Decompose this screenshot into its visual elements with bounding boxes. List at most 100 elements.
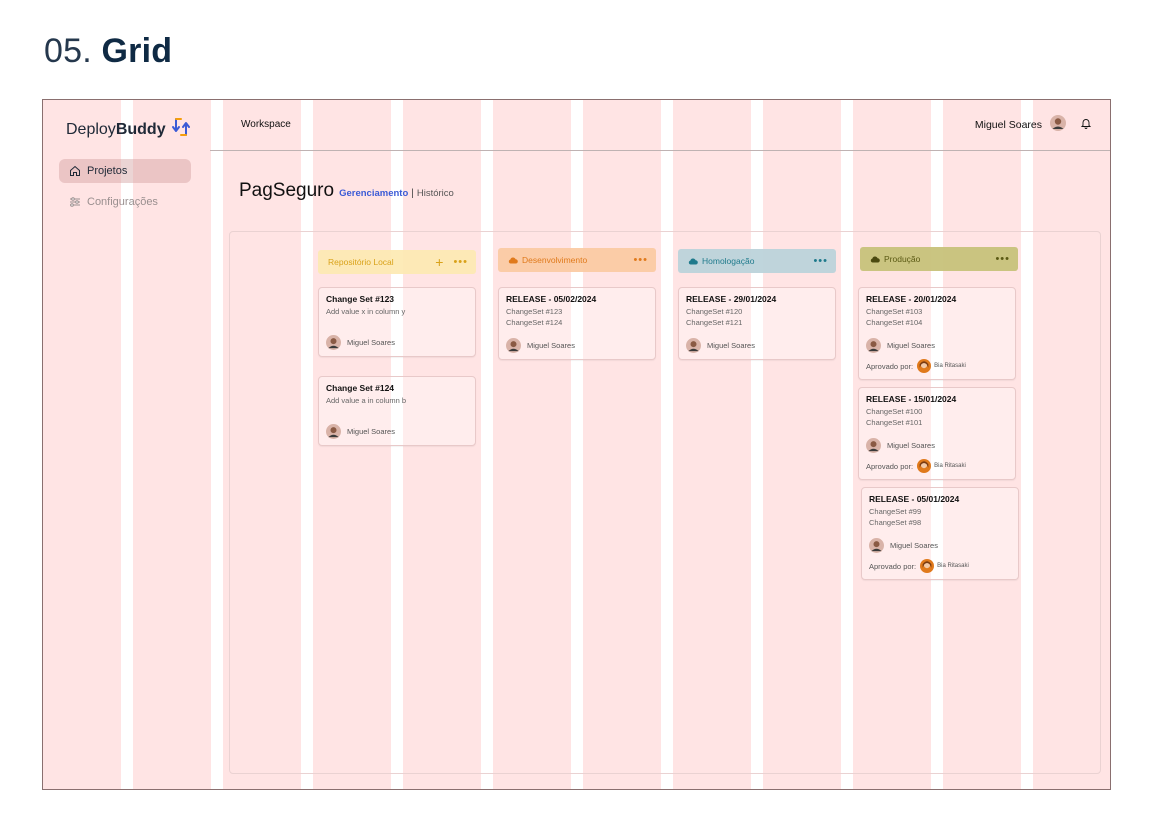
swap-arrows-icon (171, 117, 190, 142)
avatar (869, 538, 884, 553)
brand-name-regular: Deploy (66, 120, 116, 138)
cloud-icon (508, 257, 518, 264)
more-options-icon[interactable]: ••• (453, 256, 468, 268)
card-user: Miguel Soares (686, 338, 828, 353)
avatar (326, 424, 341, 439)
sidebar-item-projetos[interactable]: Projetos (59, 159, 191, 183)
card-title: Change Set #124 (326, 383, 395, 393)
sidebar-item-configuracoes[interactable]: Configurações (59, 190, 191, 214)
kanban-board (229, 231, 1101, 774)
card-changeset: ChangeSet #124 (506, 318, 563, 327)
grid-column (673, 100, 751, 789)
card-changeset: ChangeSet #100 (866, 407, 923, 416)
bell-icon[interactable] (1080, 117, 1092, 132)
card-title: RELEASE - 15/01/2024 (866, 394, 957, 404)
column-header-homologacao[interactable]: Homologação ••• (678, 249, 836, 273)
heading-number: 05. (44, 32, 92, 70)
user-name: Miguel Soares (974, 118, 1042, 131)
workspace-link[interactable]: Workspace (241, 119, 291, 130)
grid-column (43, 100, 121, 789)
approval-label: Aprovado por: (866, 461, 914, 471)
column-header-repositorio-local[interactable]: Repositório Local + ••• (318, 250, 476, 274)
card-changeset: ChangeSet #120 (686, 307, 743, 316)
sliders-icon (70, 197, 80, 207)
project-name: PagSeguro (239, 180, 335, 201)
card-changeset: ChangeSet #98 (869, 518, 922, 527)
column-title-wrapper: Homologação (688, 256, 813, 266)
card-changeset: ChangeSet #99 (869, 507, 922, 516)
approver-name: Bia Ritasaki (934, 363, 966, 369)
release-card[interactable]: RELEASE - 05/02/2024 ChangeSet #123 Chan… (498, 287, 656, 360)
release-card[interactable]: RELEASE - 20/01/2024 ChangeSet #103 Chan… (858, 287, 1016, 380)
cloud-icon (870, 256, 880, 263)
card-changeset: ChangeSet #104 (866, 318, 923, 327)
tab-separator: | (411, 188, 414, 199)
tab-historico[interactable]: Histórico (416, 188, 454, 199)
card-title: Change Set #123 (326, 294, 395, 304)
avatar (866, 438, 881, 453)
release-card[interactable]: RELEASE - 15/01/2024 ChangeSet #100 Chan… (858, 387, 1016, 480)
card-user: Miguel Soares (506, 338, 648, 353)
add-icon[interactable]: + (435, 254, 444, 270)
brand-name-bold: Buddy (115, 120, 166, 138)
card-user: Miguel Soares (326, 335, 468, 350)
release-card[interactable]: RELEASE - 29/01/2024 ChangeSet #120 Chan… (678, 287, 836, 360)
grid-column (763, 100, 841, 789)
grid-column (313, 100, 391, 789)
card-user-name: Miguel Soares (887, 341, 935, 350)
avatar (920, 559, 935, 573)
avatar (326, 335, 341, 350)
sidebar-item-label: Projetos (87, 165, 128, 177)
home-icon (70, 165, 80, 176)
approval-label: Aprovado por: (869, 561, 917, 571)
avatar (917, 359, 932, 373)
card-changeset: ChangeSet #101 (866, 418, 923, 427)
card-changeset: ChangeSet #103 (866, 307, 923, 316)
card-user: Miguel Soares (326, 424, 468, 439)
card-user-name: Miguel Soares (347, 338, 395, 347)
grid-column (943, 100, 1021, 789)
release-card[interactable]: RELEASE - 05/01/2024 ChangeSet #99 Chang… (861, 487, 1019, 580)
card-user-name: Miguel Soares (707, 341, 755, 350)
project-header: PagSeguro Gerenciamento | Histórico (239, 180, 454, 202)
more-options-icon[interactable]: ••• (813, 255, 828, 267)
card-title: RELEASE - 05/02/2024 (506, 294, 597, 304)
avatar[interactable] (1050, 115, 1066, 134)
changeset-card[interactable]: Change Set #124 Add value a in column b … (318, 376, 476, 446)
more-options-icon[interactable]: ••• (995, 253, 1010, 265)
approval-label: Aprovado por: (866, 361, 914, 371)
avatar (866, 338, 881, 353)
column-title: Produção (884, 254, 921, 264)
grid-column (223, 100, 301, 789)
card-changeset: ChangeSet #121 (686, 318, 743, 327)
grid-column (1033, 100, 1110, 789)
column-header-desenvolvimento[interactable]: Desenvolvimento ••• (498, 248, 656, 272)
more-options-icon[interactable]: ••• (633, 254, 648, 266)
main-area: Workspace Miguel Soares (210, 100, 1110, 789)
card-title: RELEASE - 20/01/2024 (866, 294, 957, 304)
grid-column (583, 100, 661, 789)
column-title-wrapper: Produção (870, 254, 995, 264)
sidebar-item-label: Configurações (87, 196, 158, 208)
card-user-name: Miguel Soares (890, 541, 938, 550)
grid-column (133, 100, 211, 789)
column-title-wrapper: Desenvolvimento (508, 255, 633, 265)
card-user-name: Miguel Soares (347, 427, 395, 436)
user-menu[interactable]: Miguel Soares (975, 115, 1092, 134)
column-title: Homologação (702, 256, 755, 266)
approver-name: Bia Ritasaki (934, 463, 966, 469)
column-header-producao[interactable]: Produção ••• (860, 247, 1018, 271)
card-user-name: Miguel Soares (887, 441, 935, 450)
changeset-card[interactable]: Change Set #123 Add value x in column y … (318, 287, 476, 357)
card-title: RELEASE - 29/01/2024 (686, 294, 777, 304)
page-heading: 05. Grid (44, 32, 172, 71)
grid-column (493, 100, 571, 789)
column-title: Repositório Local (328, 257, 394, 267)
card-description: Add value x in column y (326, 307, 406, 316)
column-title: Desenvolvimento (522, 255, 588, 265)
grid-column (403, 100, 481, 789)
tab-gerenciamento[interactable]: Gerenciamento (339, 188, 409, 199)
